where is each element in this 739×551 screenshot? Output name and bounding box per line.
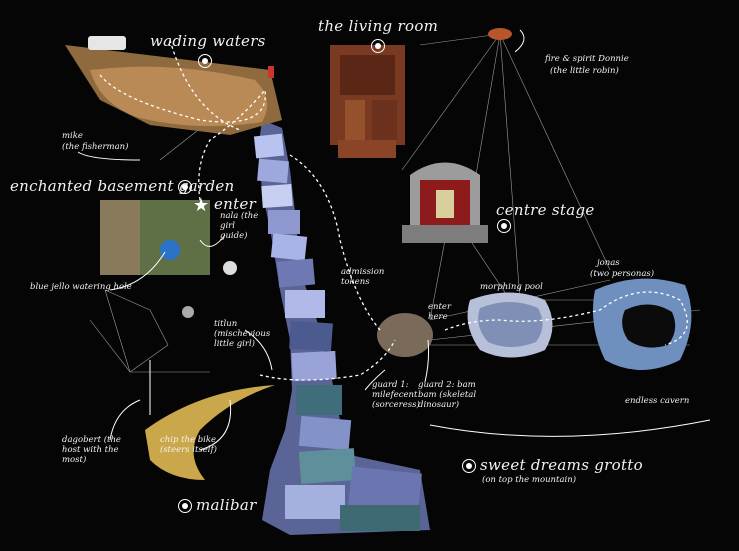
location-marker-icon[interactable] [178, 180, 192, 194]
location-marker-icon[interactable] [462, 459, 476, 473]
location-wading-waters[interactable]: wading waters [150, 32, 266, 50]
annotation-titlun: titlun (mischevious little girl) [214, 319, 271, 349]
annotation-enter-here: enter here [428, 302, 452, 322]
centre-stage-scene [402, 162, 488, 243]
annotation-mike-sub: (the fisherman) [62, 142, 129, 152]
location-malibar[interactable]: malibar [196, 496, 257, 514]
location-sweet-dreams-grotto[interactable]: sweet dreams grotto [480, 456, 643, 474]
annotation-mike: mike [62, 131, 83, 141]
location-centre-stage[interactable]: centre stage [496, 201, 595, 219]
malibar-scene [145, 360, 275, 480]
annotation-nala: nala (the girl guide) [220, 211, 259, 241]
location-marker-icon[interactable] [198, 54, 212, 68]
leader-lines [77, 29, 711, 451]
grotto-subtitle: (on top the mountain) [482, 475, 577, 485]
annotation-guard1: guard 1: milefecent (sorceress) [372, 380, 420, 410]
annotation-jonas: jonas [597, 258, 620, 268]
location-enchanted-basement-garden[interactable]: enchanted basement garden [10, 177, 235, 195]
garden-scene [100, 200, 237, 318]
annotation-fire-spirit-sub: (the little robin) [550, 66, 619, 76]
annotation-guard2: guard 2: bam bam (skeletal dinosaur) [418, 380, 477, 410]
annotation-chip: chip the bike (steers itself) [160, 435, 217, 455]
dotted-path [99, 39, 688, 381]
annotation-blue-jello: blue jello watering hole [30, 282, 132, 292]
location-living-room[interactable]: the living room [318, 17, 439, 35]
annotation-jonas-sub: (two personas) [590, 269, 655, 279]
location-marker-icon[interactable] [497, 219, 511, 233]
enter-star-icon[interactable]: ★ [193, 195, 210, 216]
annotation-admission-tokens: admission tokens [341, 267, 385, 287]
location-marker-icon[interactable] [178, 499, 192, 513]
location-enter[interactable]: enter [214, 195, 257, 213]
annotation-morphing-pool: morphing pool [480, 282, 543, 292]
annotation-endless-cavern: endless cavern [625, 396, 690, 406]
annotation-dagobert: dagobert (the host with the most) [62, 435, 121, 465]
annotation-fire-spirit: fire & spirit Donnie [545, 54, 629, 64]
paper-mountain [253, 120, 430, 535]
living-room-scene [330, 28, 512, 158]
location-marker-icon[interactable] [371, 39, 385, 53]
wading-waters-scene [65, 36, 282, 135]
grotto-scene [377, 278, 692, 370]
